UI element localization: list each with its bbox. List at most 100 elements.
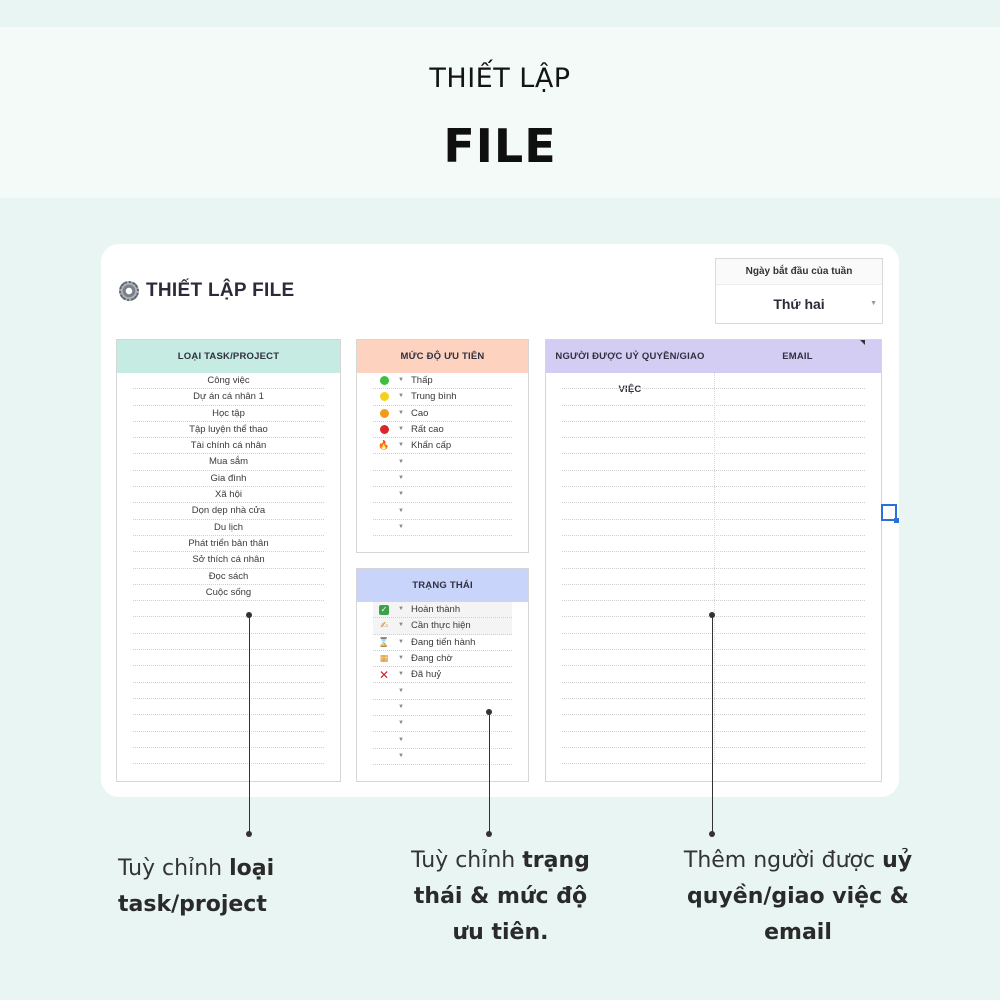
chevron-down-icon[interactable]: ▼ (398, 491, 404, 498)
people-row[interactable] (562, 715, 865, 732)
cross-mark-icon: ✕ (373, 669, 395, 681)
people-row[interactable] (562, 454, 865, 471)
chevron-down-icon[interactable]: ▼ (398, 655, 404, 662)
writing-hand-icon: ✍ (380, 620, 388, 631)
empty-row[interactable] (133, 683, 324, 699)
priority-item[interactable]: ▼Thấp (373, 373, 512, 390)
caption-left-text: Tuỳ chỉnh (118, 856, 230, 881)
people-row[interactable] (562, 666, 865, 683)
task-type-item[interactable]: Sở thích cá nhân (133, 552, 324, 569)
priority-empty-row[interactable]: ▼ (373, 520, 512, 536)
people-header: NGƯỜI ĐƯỢC UỶ QUYỀN/GIAO VIỆC EMAIL (546, 340, 881, 395)
people-panel: NGƯỜI ĐƯỢC UỶ QUYỀN/GIAO VIỆC EMAIL (545, 339, 882, 782)
task-type-item[interactable]: Tài chính cá nhân (133, 438, 324, 455)
status-empty-row[interactable]: ▼ (373, 683, 512, 700)
empty-row[interactable] (133, 715, 324, 732)
priority-empty-row[interactable]: ▼ (373, 454, 512, 471)
priority-item[interactable]: ▼Cao (373, 406, 512, 422)
people-row[interactable] (562, 487, 865, 504)
status-empty-row[interactable]: ▼ (373, 716, 512, 733)
priority-empty-row[interactable]: ▼ (373, 503, 512, 520)
chevron-down-icon[interactable]: ▼ (398, 703, 404, 710)
empty-row[interactable] (133, 699, 324, 716)
people-row[interactable] (562, 699, 865, 716)
chevron-down-icon[interactable]: ▼ (398, 720, 404, 727)
empty-row[interactable] (133, 666, 324, 683)
chevron-down-icon[interactable]: ▼ (398, 622, 404, 629)
people-row[interactable] (562, 438, 865, 455)
people-row[interactable] (562, 520, 865, 536)
chevron-down-icon[interactable]: ▼ (870, 300, 877, 307)
priority-empty-row[interactable]: ▼ (373, 471, 512, 488)
task-type-item[interactable]: Du lịch (133, 520, 324, 536)
chevron-down-icon[interactable]: ▼ (398, 377, 404, 384)
week-start-dropdown[interactable]: Thứ hai ▼ (716, 285, 882, 323)
task-type-item[interactable]: Tập luyện thể thao (133, 422, 324, 439)
people-row[interactable] (562, 585, 865, 602)
chevron-down-icon[interactable]: ▼ (398, 671, 404, 678)
empty-row[interactable] (133, 634, 324, 651)
empty-row[interactable] (133, 748, 324, 765)
hourglass-icon: ⌛ (378, 636, 390, 647)
pointer-dot-left-top (246, 612, 252, 618)
priority-item[interactable]: ▼Rất cao (373, 422, 512, 439)
status-item[interactable]: ✍▼Cần thực hiện (373, 618, 512, 635)
chevron-down-icon[interactable]: ▼ (398, 409, 404, 416)
people-row[interactable] (562, 650, 865, 667)
task-type-item[interactable]: Công việc (133, 373, 324, 390)
fire-icon: 🔥 (378, 440, 390, 451)
chevron-down-icon[interactable]: ▼ (398, 752, 404, 759)
chevron-down-icon[interactable]: ▼ (398, 687, 404, 694)
task-type-item[interactable]: Đọc sách (133, 569, 324, 585)
status-item[interactable]: ⌛▼Đang tiến hành (373, 635, 512, 651)
status-empty-row[interactable]: ▼ (373, 732, 512, 749)
status-empty-row[interactable]: ▼ (373, 700, 512, 717)
status-item[interactable]: ✓▼Hoàn thành (373, 602, 512, 619)
priority-item[interactable]: ▼Trung bình (373, 389, 512, 406)
task-type-item[interactable]: Xã hội (133, 487, 324, 504)
chevron-down-icon[interactable]: ▼ (398, 507, 404, 514)
task-type-item[interactable]: Mua sắm (133, 454, 324, 471)
chevron-down-icon[interactable]: ▼ (398, 606, 404, 613)
people-row[interactable] (562, 373, 865, 390)
people-row[interactable] (562, 683, 865, 699)
task-type-item[interactable]: Dọn dẹp nhà cửa (133, 503, 324, 520)
people-row[interactable] (562, 569, 865, 585)
status-item[interactable]: ✕▼Đã huỷ (373, 667, 512, 684)
priority-item[interactable]: 🔥▼Khẩn cấp (373, 438, 512, 455)
task-type-item[interactable]: Cuộc sống (133, 585, 324, 602)
green-circle-icon-shape (379, 376, 389, 386)
people-row[interactable] (562, 422, 865, 439)
empty-row[interactable] (133, 617, 324, 634)
task-type-item[interactable]: Phát triển bản thân (133, 536, 324, 553)
people-row[interactable] (562, 406, 865, 422)
empty-row[interactable] (133, 650, 324, 667)
chevron-down-icon[interactable]: ▼ (398, 393, 404, 400)
chevron-down-icon[interactable]: ▼ (398, 426, 404, 433)
chevron-down-icon[interactable]: ▼ (398, 474, 404, 481)
cell-selection-handle[interactable] (881, 504, 899, 523)
priority-empty-row[interactable]: ▼ (373, 487, 512, 504)
people-row[interactable] (562, 552, 865, 569)
people-row[interactable] (562, 536, 865, 553)
chevron-down-icon[interactable]: ▼ (398, 736, 404, 743)
chevron-down-icon[interactable]: ▼ (398, 458, 404, 465)
people-row[interactable] (562, 503, 865, 520)
status-empty-row[interactable]: ▼ (373, 749, 512, 765)
chevron-down-icon[interactable]: ▼ (398, 442, 404, 449)
empty-row[interactable] (133, 601, 324, 618)
status-item[interactable]: ▦▼Đang chờ (373, 651, 512, 668)
chevron-down-icon[interactable]: ▼ (398, 638, 404, 645)
people-row[interactable] (562, 748, 865, 765)
people-row[interactable] (562, 732, 865, 748)
people-row[interactable] (562, 617, 865, 634)
chevron-down-icon[interactable]: ▼ (398, 523, 404, 530)
people-row[interactable] (562, 634, 865, 651)
task-type-item[interactable]: Dự án cá nhân 1 (133, 389, 324, 406)
people-row[interactable] (562, 389, 865, 406)
people-row[interactable] (562, 471, 865, 488)
empty-row[interactable] (133, 732, 324, 748)
task-type-item[interactable]: Học tập (133, 406, 324, 422)
caption-right-bold: uỷ quyền/giao việc & email (687, 848, 913, 945)
task-type-item[interactable]: Gia đình (133, 471, 324, 488)
